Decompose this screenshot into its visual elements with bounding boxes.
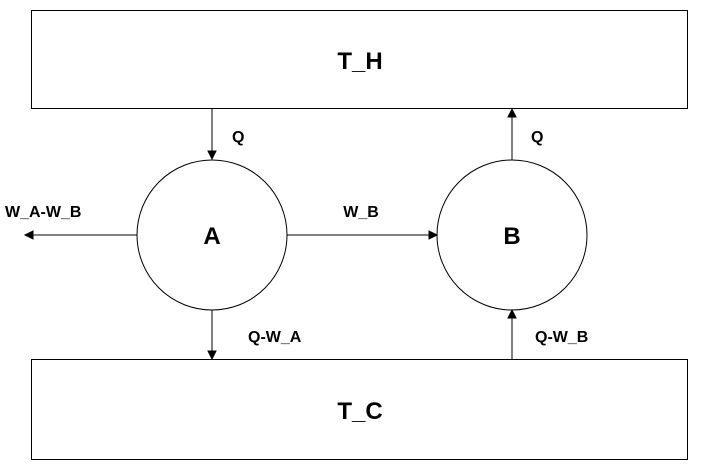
flow-label-a-to-cold: Q-W_A bbox=[248, 329, 302, 346]
engine-b-label: B bbox=[503, 223, 520, 250]
arrow-a-to-b-head bbox=[428, 230, 439, 240]
flow-label-hot-to-a: Q bbox=[232, 129, 244, 146]
flow-label-a-work-out: W_A-W_B bbox=[5, 204, 81, 221]
cold-reservoir: T_C bbox=[31, 359, 688, 460]
cold-reservoir-label: T_C bbox=[337, 398, 382, 425]
arrow-a-to-b: W_B bbox=[287, 204, 439, 240]
hot-reservoir-box bbox=[31, 10, 688, 109]
arrow-hot-to-a: Q bbox=[207, 109, 244, 161]
arrow-a-to-cold: Q-W_A bbox=[207, 310, 302, 361]
hot-reservoir-label: T_H bbox=[337, 48, 382, 75]
arrow-b-to-hot-head bbox=[507, 107, 517, 118]
hot-reservoir: T_H bbox=[31, 10, 688, 109]
arrow-a-work-out-head bbox=[23, 230, 34, 240]
flow-label-cold-to-b: Q-W_B bbox=[535, 329, 588, 346]
arrow-b-to-hot: Q bbox=[507, 107, 543, 160]
engine-b: B bbox=[436, 159, 588, 311]
engine-a-label: A bbox=[203, 223, 220, 250]
arrow-a-to-cold-head bbox=[207, 350, 217, 361]
arrow-cold-to-b: Q-W_B bbox=[507, 308, 588, 359]
flow-label-a-to-b: W_B bbox=[343, 204, 379, 221]
arrow-hot-to-a-head bbox=[207, 150, 217, 161]
flow-label-b-to-hot: Q bbox=[531, 129, 543, 146]
arrow-cold-to-b-head bbox=[507, 308, 517, 319]
cold-reservoir-box bbox=[31, 359, 688, 460]
engine-a: A bbox=[136, 159, 288, 311]
arrow-a-work-out: W_A-W_B bbox=[5, 204, 137, 240]
